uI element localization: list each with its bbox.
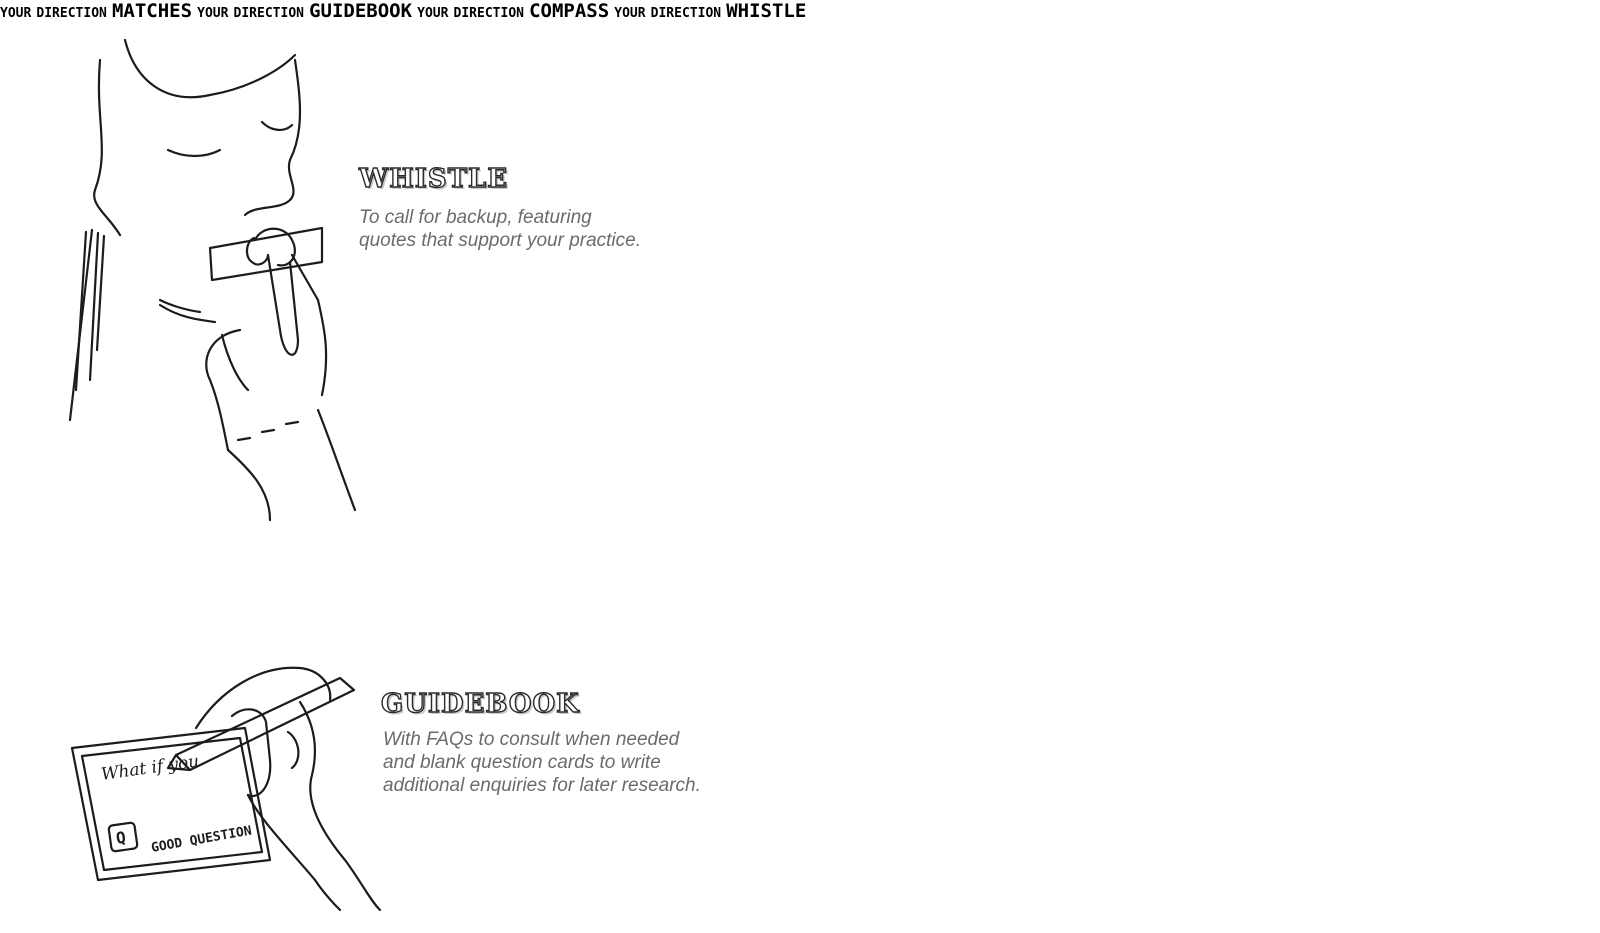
guidebook-your: YOUR bbox=[197, 6, 229, 21]
arrow-to-whistle: YOUR DIRECTION MATCHES YOUR DIRECTION GU… bbox=[0, 0, 807, 796]
compass-direction: DIRECTION bbox=[453, 6, 524, 21]
matches-label: MATCHES bbox=[111, 0, 193, 22]
guidebook-desc-line: additional enquiries for later research. bbox=[383, 775, 701, 796]
compass-item: YOUR DIRECTION COMPASS bbox=[417, 0, 614, 22]
whistle-your: YOUR bbox=[614, 6, 646, 21]
question-icon: Q bbox=[115, 828, 127, 848]
whistle-label: WHISTLE bbox=[726, 0, 807, 22]
guidebook-heading: GUIDEBOOK bbox=[380, 688, 580, 719]
compass-label: COMPASS bbox=[529, 0, 610, 22]
whistle-desc-line: quotes that support your practice. bbox=[359, 230, 641, 251]
guidebook-label: GUIDEBOOK bbox=[309, 0, 413, 22]
person-whistle-drawing bbox=[68, 38, 357, 522]
whistle-heading: WHISTLE bbox=[358, 163, 509, 194]
whistle-direction: DIRECTION bbox=[650, 6, 722, 21]
card-label: GOOD QUESTION bbox=[150, 823, 253, 855]
compass-your: YOUR bbox=[417, 6, 449, 21]
question-card-drawing: Q GOOD QUESTION What if you bbox=[70, 666, 382, 912]
tool-roll: YOUR DIRECTION MATCHES YOUR DIRECTION GU… bbox=[0, 0, 807, 22]
whistle-desc-line: To call for backup, featuring bbox=[359, 207, 592, 228]
guidebook-direction: DIRECTION bbox=[233, 6, 304, 21]
guidebook-description: With FAQs to consult when needed and bla… bbox=[383, 728, 701, 797]
card-handwriting: What if you bbox=[100, 751, 201, 785]
matches-your: YOUR bbox=[0, 6, 32, 21]
whistle-description: To call for backup, featuring quotes tha… bbox=[359, 206, 641, 252]
matches-direction: DIRECTION bbox=[36, 6, 107, 21]
guidebook-item: YOUR DIRECTION GUIDEBOOK bbox=[197, 0, 417, 22]
arrow-to-guidebook: YOUR DIRECTION MATCHES YOUR DIRECTION GU… bbox=[0, 0, 807, 796]
guidebook-desc-line: With FAQs to consult when needed bbox=[383, 729, 680, 750]
guidebook-desc-line: and blank question cards to write bbox=[383, 752, 661, 773]
matches-item: YOUR DIRECTION MATCHES bbox=[0, 0, 197, 22]
whistle-item: YOUR DIRECTION WHISTLE bbox=[614, 0, 807, 22]
